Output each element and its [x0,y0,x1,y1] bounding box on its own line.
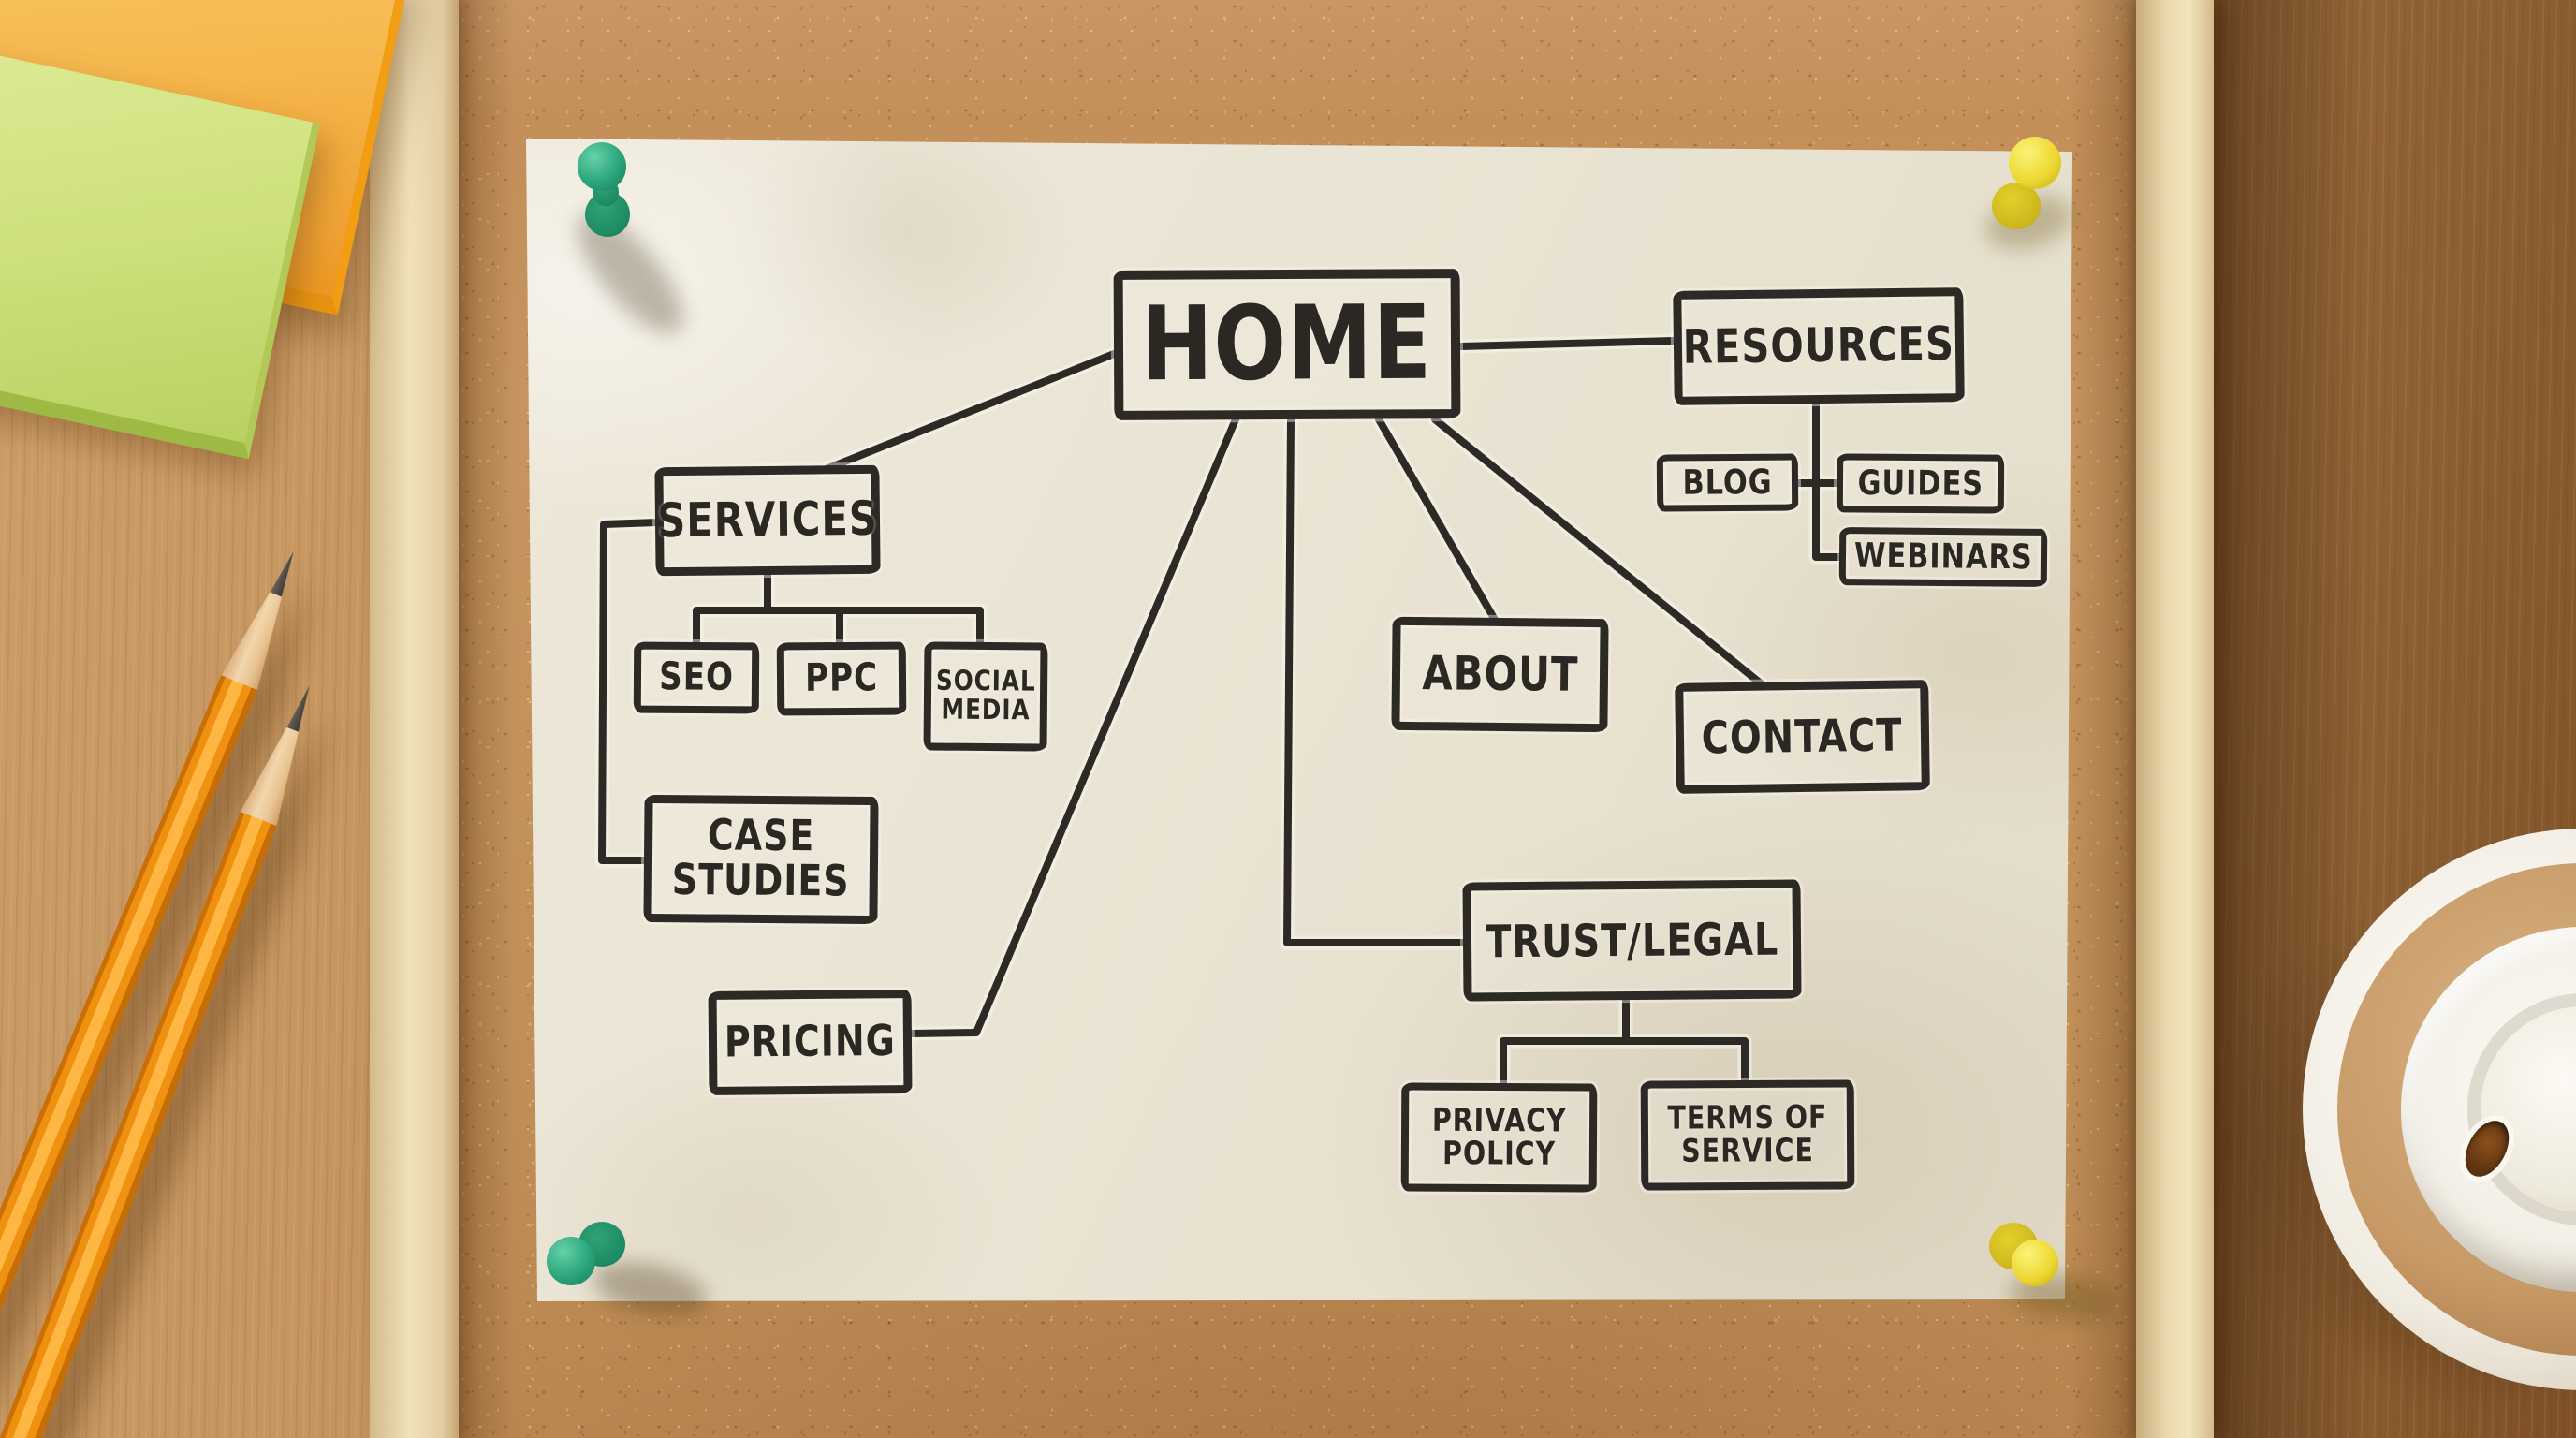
node-contact-label: CONTACT [1701,709,1904,765]
board-frame-left [370,0,459,1438]
node-privacy-policy: PRIVACY POLICY [1400,1082,1598,1193]
node-guides-label: GUIDES [1857,462,1983,504]
node-about-label: ABOUT [1421,646,1579,703]
node-social-media-label: SOCIAL MEDIA [935,665,1036,727]
node-privacy-policy-label: PRIVACY POLICY [1431,1101,1567,1173]
pushpin-green-top-left [557,140,707,349]
node-services: SERVICES [654,464,881,577]
node-blog: BLOG [1656,453,1799,512]
node-services-label: SERVICES [656,492,879,549]
node-trust-legal-label: TRUST/LEGAL [1485,912,1779,968]
node-contact: CONTACT [1675,680,1930,794]
node-ppc-label: PPC [804,656,879,701]
board-frame-right [2136,0,2214,1438]
node-case-studies: CASE STUDIES [643,794,879,925]
node-guides: GUIDES [1836,453,2005,514]
node-pricing: PRICING [708,990,913,1095]
node-home: HOME [1113,269,1461,420]
pushpin-green-bottom-left [534,1203,713,1326]
node-resources: RESOURCES [1673,287,1965,405]
node-about: ABOUT [1391,616,1609,733]
node-terms-of-service: TERMS OF SERVICE [1640,1079,1855,1191]
node-ppc: PPC [776,641,907,716]
node-case-studies-label: CASE STUDIES [671,811,850,906]
node-terms-of-service-label: TERMS OF SERVICE [1667,1099,1828,1171]
pushpin-yellow-top-right [1975,131,2106,262]
node-trust-legal: TRUST/LEGAL [1462,879,1802,1002]
node-seo: SEO [633,641,760,714]
node-social-media: SOCIAL MEDIA [923,641,1048,752]
node-webinars-label: WEBINARS [1853,535,2033,578]
pushpin-yellow-bottom-right [1970,1208,2120,1329]
node-blog-label: BLOG [1682,461,1773,503]
node-pricing-label: PRICING [724,1016,897,1067]
node-seo-label: SEO [658,655,735,700]
node-home-label: HOME [1141,283,1433,404]
node-webinars: WEBINARS [1838,527,2048,587]
coffee-cup [2188,824,2576,1438]
node-resources-label: RESOURCES [1682,316,1955,375]
